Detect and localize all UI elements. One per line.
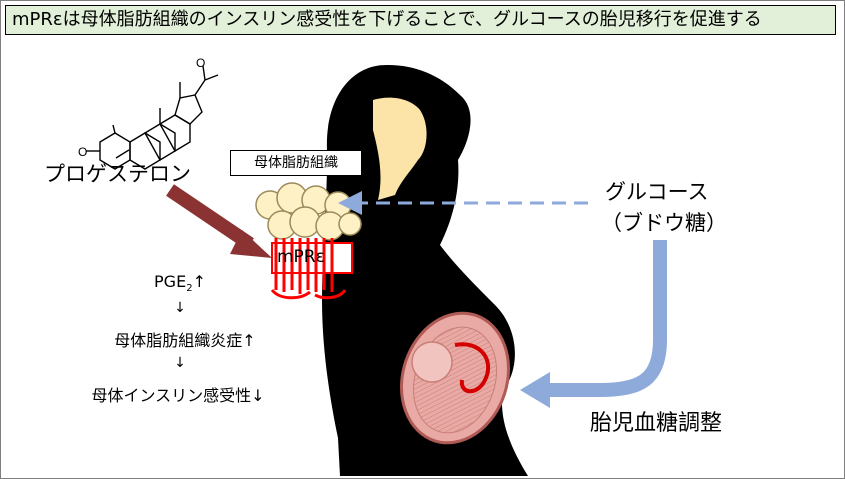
glucose-alt-label: （ブドウ糖） <box>601 211 727 235</box>
progesterone-label: プロゲステロン <box>44 162 191 186</box>
figure-title: mPRεは母体脂肪組織のインスリン感受性を下げることで、グルコースの胎児移行を促… <box>5 5 836 35</box>
steroid-structure-icon <box>86 65 219 170</box>
fetal-glucose-control-label: 胎児血糖調整 <box>590 411 723 436</box>
pge2-label: PGE2↑ <box>142 272 218 294</box>
acetyl-oxygen-label: O <box>196 56 205 70</box>
inflammation-label: 母体脂肪組織炎症↑ <box>114 331 256 350</box>
pge2-up-arrow: ↑ <box>192 272 206 291</box>
receptor-label: mPRε <box>277 247 325 267</box>
glucose-transfer-arrow <box>520 240 667 408</box>
insulin-sensitivity-label: 母体インスリン感受性↓ <box>91 386 265 405</box>
adipose-tissue-label: 母体脂肪組織 <box>230 150 362 176</box>
progesterone-arrow <box>166 184 272 258</box>
ketone-oxygen-label: O <box>78 145 87 159</box>
glucose-label: グルコース <box>605 180 709 204</box>
cascade-arrow-1: ↓ <box>174 300 186 316</box>
fetus-icon <box>400 311 510 445</box>
pge2-subscript: 2 <box>186 283 193 295</box>
pge2-prefix: PGE <box>154 272 187 291</box>
face-skin <box>373 97 427 200</box>
receptor-icon <box>270 238 353 300</box>
cascade-arrow-2: ↓ <box>174 355 186 371</box>
